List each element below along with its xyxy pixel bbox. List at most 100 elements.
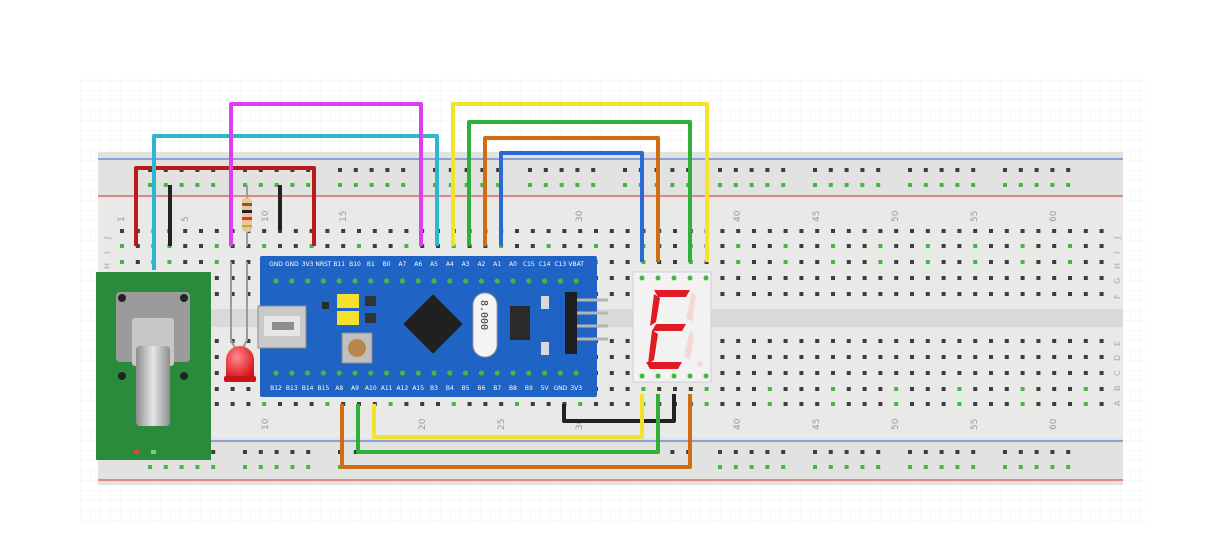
breadboard-hole xyxy=(1004,371,1009,375)
col-number: 25 xyxy=(497,419,507,430)
breadboard-hole xyxy=(894,355,899,359)
breadboard-hole xyxy=(179,183,184,187)
row-letter: F xyxy=(1113,294,1122,299)
breadboard-hole xyxy=(246,276,251,280)
mcu-pin-label: 3V3 xyxy=(302,261,314,268)
breadboard-hole xyxy=(1036,402,1041,406)
breadboard-hole xyxy=(1068,229,1072,233)
mcu-pin-label: B10 xyxy=(349,261,361,268)
breadboard-hole xyxy=(973,355,978,359)
breadboard-hole xyxy=(767,276,772,280)
breadboard-hole xyxy=(910,260,914,264)
breadboard-hole xyxy=(401,168,406,172)
bottom-rail-strip xyxy=(98,438,1123,485)
crystal-label: 8.000 xyxy=(478,300,489,330)
col-number: 30 xyxy=(575,210,585,222)
breadboard-hole xyxy=(704,402,709,406)
breadboard-hole xyxy=(941,244,946,248)
breadboard-hole xyxy=(923,183,928,187)
breadboard-hole xyxy=(925,387,930,391)
breadboard-hole xyxy=(846,371,851,375)
breadboard-hole xyxy=(1003,465,1007,469)
breadboard-hole xyxy=(306,183,311,187)
breadboard-hole xyxy=(894,387,899,391)
breadboard-hole xyxy=(578,229,583,233)
breadboard-hole xyxy=(1036,292,1041,296)
breadboard-hole xyxy=(957,371,962,375)
col-number: 10 xyxy=(261,210,271,222)
breadboard-hole xyxy=(1099,339,1104,343)
breadboard-hole xyxy=(1020,244,1025,248)
breadboard-hole xyxy=(876,465,881,469)
breadboard-hole xyxy=(783,402,788,406)
resistor-band xyxy=(242,203,252,206)
col-number: 60 xyxy=(1049,418,1059,430)
breadboard-hole xyxy=(878,229,883,233)
breadboard-hole xyxy=(641,387,646,391)
breadboard-hole xyxy=(781,168,786,172)
row-letter: G xyxy=(1113,278,1122,284)
breadboard-hole xyxy=(925,276,930,280)
breadboard-hole xyxy=(910,387,914,391)
breadboard-hole xyxy=(1018,168,1023,172)
breadboard-hole xyxy=(923,465,928,469)
breadboard-hole xyxy=(546,244,551,248)
col-number: 5 xyxy=(181,216,191,222)
breadboard-hole xyxy=(199,229,203,233)
breadboard-hole xyxy=(957,244,962,248)
breadboard-hole xyxy=(530,244,535,248)
top-rail-strip xyxy=(98,152,1123,198)
mcu-pin-label: A2 xyxy=(477,261,485,268)
breadboard-hole xyxy=(765,450,770,454)
breadboard-hole xyxy=(243,450,247,454)
breadboard-hole xyxy=(910,244,914,248)
mcu-pin-label: 5V xyxy=(541,385,550,392)
breadboard-hole xyxy=(878,260,883,264)
mcu-pin xyxy=(557,370,564,376)
breadboard-hole xyxy=(923,450,928,454)
mcu-pin xyxy=(447,278,453,284)
display-pin xyxy=(687,275,693,281)
mcu-pin-label: C13 xyxy=(554,261,566,268)
breadboard-hole xyxy=(1099,387,1104,391)
breadboard-hole xyxy=(1052,229,1057,233)
breadboard-hole xyxy=(148,183,152,187)
breadboard-hole xyxy=(767,244,772,248)
breadboard-hole xyxy=(195,465,200,469)
mcu-pin xyxy=(273,278,279,284)
breadboard-hole xyxy=(1020,229,1025,233)
breadboard-hole xyxy=(214,371,219,375)
breadboard-hole xyxy=(1052,387,1057,391)
breadboard-hole xyxy=(673,229,677,233)
breadboard-hole xyxy=(353,450,358,454)
breadboard-hole xyxy=(1034,450,1039,454)
breadboard-hole xyxy=(420,402,425,406)
breadboard-hole xyxy=(657,387,662,391)
breadboard-hole xyxy=(1066,183,1071,187)
breadboard-hole xyxy=(860,465,865,469)
breadboard-hole xyxy=(1004,339,1009,343)
breadboard-hole xyxy=(939,168,944,172)
breadboard-hole xyxy=(894,402,899,406)
breadboard-hole xyxy=(941,387,946,391)
display-pin xyxy=(703,275,709,281)
resistor-band xyxy=(242,217,252,220)
breadboard-hole xyxy=(783,229,788,233)
breadboard-hole xyxy=(562,244,567,248)
breadboard-hole xyxy=(894,260,899,264)
breadboard-hole xyxy=(831,339,835,343)
mcu-pin xyxy=(368,370,374,376)
breadboard-hole xyxy=(1083,276,1088,280)
breadboard-hole xyxy=(733,450,738,454)
breadboard-hole xyxy=(1099,260,1104,264)
breadboard-hole xyxy=(341,244,346,248)
mcu-pin xyxy=(494,278,500,284)
breadboard-hole xyxy=(989,244,993,248)
breadboard-hole xyxy=(752,244,756,248)
display-pin xyxy=(639,275,645,281)
breadboard-hole xyxy=(844,168,849,172)
display-pin xyxy=(671,373,677,379)
breadboard-hole xyxy=(148,465,152,469)
breadboard-hole xyxy=(1034,168,1039,172)
